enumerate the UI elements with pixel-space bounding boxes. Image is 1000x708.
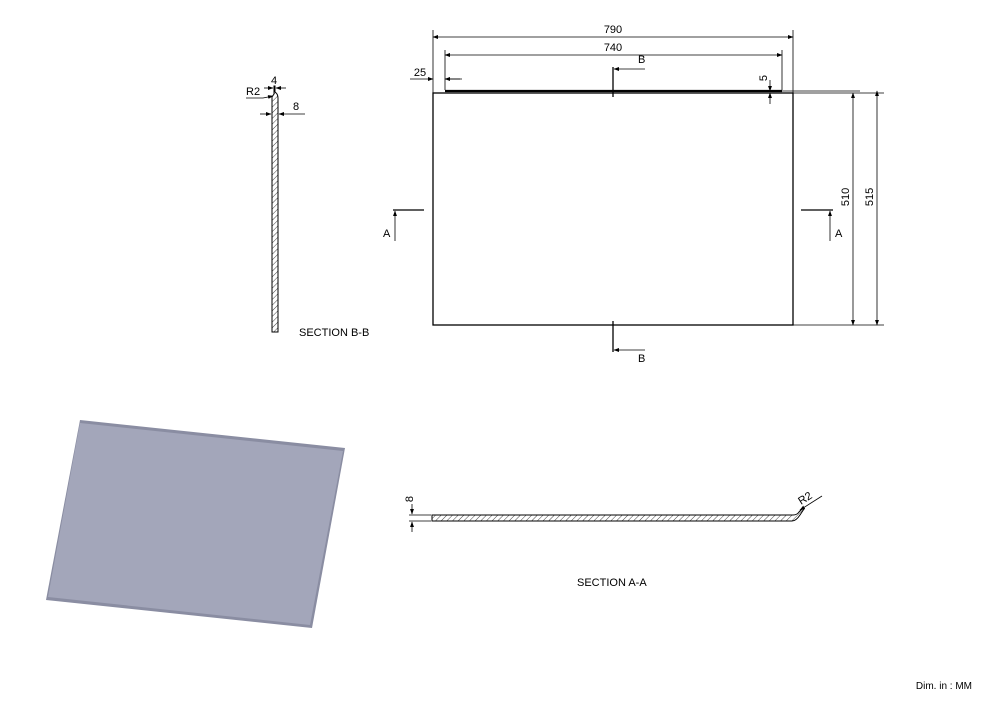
svg-text:A: A bbox=[835, 228, 843, 240]
dimension-bb-4: 4 bbox=[271, 75, 277, 87]
units-note: Dim. in : MM bbox=[915, 681, 972, 692]
dimension-bb-8: 8 bbox=[293, 101, 299, 113]
dimension-790: 790 bbox=[604, 24, 622, 36]
section-bb-title: SECTION B-B bbox=[299, 327, 369, 339]
section-marker-b-top: B bbox=[612, 54, 645, 97]
dimension-5: 5 bbox=[758, 75, 770, 81]
isometric-panel-face bbox=[48, 423, 343, 625]
section-marker-a-right: A bbox=[801, 209, 843, 241]
dimension-bb-r2: R2 bbox=[246, 86, 260, 98]
section-bb-view: 4 R2 8 SECTION B-B bbox=[246, 75, 369, 339]
svg-text:B: B bbox=[638, 353, 645, 365]
dimension-740: 740 bbox=[604, 42, 622, 54]
front-view: 790 740 25 5 510 515 B B bbox=[383, 24, 884, 365]
section-aa-title: SECTION A-A bbox=[577, 577, 647, 589]
dimension-25: 25 bbox=[414, 67, 426, 79]
isometric-panel bbox=[46, 420, 345, 628]
svg-text:B: B bbox=[638, 54, 645, 66]
panel-outline bbox=[432, 92, 794, 326]
dimension-510: 510 bbox=[840, 188, 852, 206]
section-bb-profile bbox=[271, 85, 279, 333]
section-aa-profile bbox=[431, 507, 805, 522]
section-marker-b-bottom: B bbox=[612, 321, 645, 365]
dimension-aa-r2: R2 bbox=[796, 490, 814, 508]
section-marker-a-left: A bbox=[383, 209, 424, 241]
svg-text:A: A bbox=[383, 228, 391, 240]
dimension-515: 515 bbox=[864, 188, 876, 206]
dimension-aa-8: 8 bbox=[404, 496, 416, 502]
section-aa-view: 8 R2 SECTION A-A bbox=[404, 490, 823, 589]
